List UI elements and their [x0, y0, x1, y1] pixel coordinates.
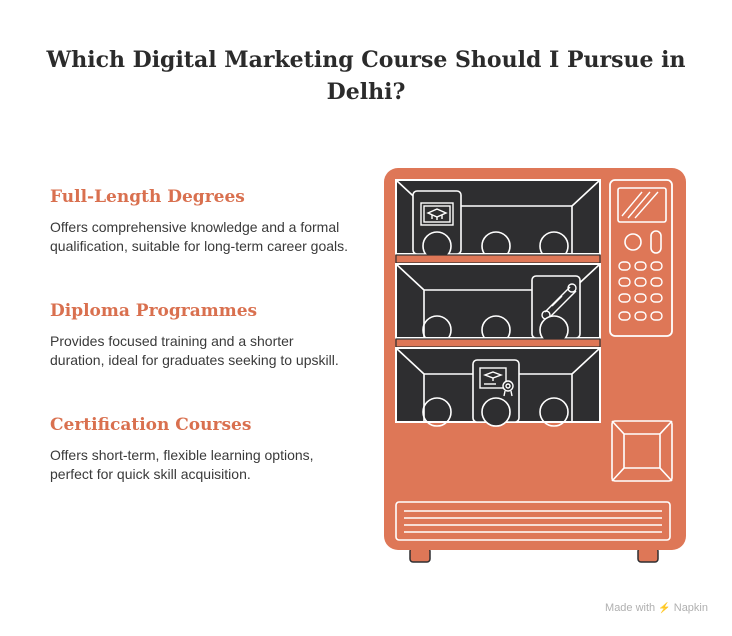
collection-door: [611, 420, 673, 482]
course-item-full-length-degrees: Full-Length Degrees Offers comprehensive…: [50, 186, 350, 256]
course-item-certification-courses: Certification Courses Offers short-term,…: [50, 414, 350, 484]
bottom-vent: [395, 501, 671, 541]
vending-machine-illustration: [384, 168, 686, 563]
course-heading: Certification Courses: [50, 415, 252, 435]
shelf-divider: [395, 254, 601, 264]
shelf-1: [395, 179, 601, 261]
footer-credit: Made with ⚡ Napkin: [605, 602, 708, 614]
page-title: Which Digital Marketing Course Should I …: [46, 47, 686, 105]
course-description: Offers short-term, flexible learning opt…: [50, 447, 314, 482]
course-description: Provides focused training and a shorter …: [50, 333, 339, 368]
display-screen: [617, 187, 667, 223]
course-description: Offers comprehensive knowledge and a for…: [50, 219, 349, 254]
control-panel: [609, 179, 673, 337]
card-slot: [650, 230, 662, 254]
course-heading: Diploma Programmes: [50, 301, 258, 321]
machine-leg-left: [409, 547, 431, 563]
keypad: [618, 261, 663, 321]
course-heading: Full-Length Degrees: [50, 187, 245, 207]
certificate-icon: [479, 367, 514, 397]
machine-leg-right: [637, 547, 659, 563]
shelf-2: [395, 263, 601, 345]
diploma-icon: [420, 202, 454, 226]
coin-slot-icon: [624, 233, 642, 251]
course-item-diploma-programmes: Diploma Programmes Provides focused trai…: [50, 300, 350, 370]
brand-label: Napkin: [673, 602, 708, 614]
lightning-icon: ⚡: [658, 603, 671, 614]
shelf-divider: [395, 338, 601, 348]
shelf-3: [395, 347, 601, 427]
made-with-label: Made with: [605, 602, 656, 614]
